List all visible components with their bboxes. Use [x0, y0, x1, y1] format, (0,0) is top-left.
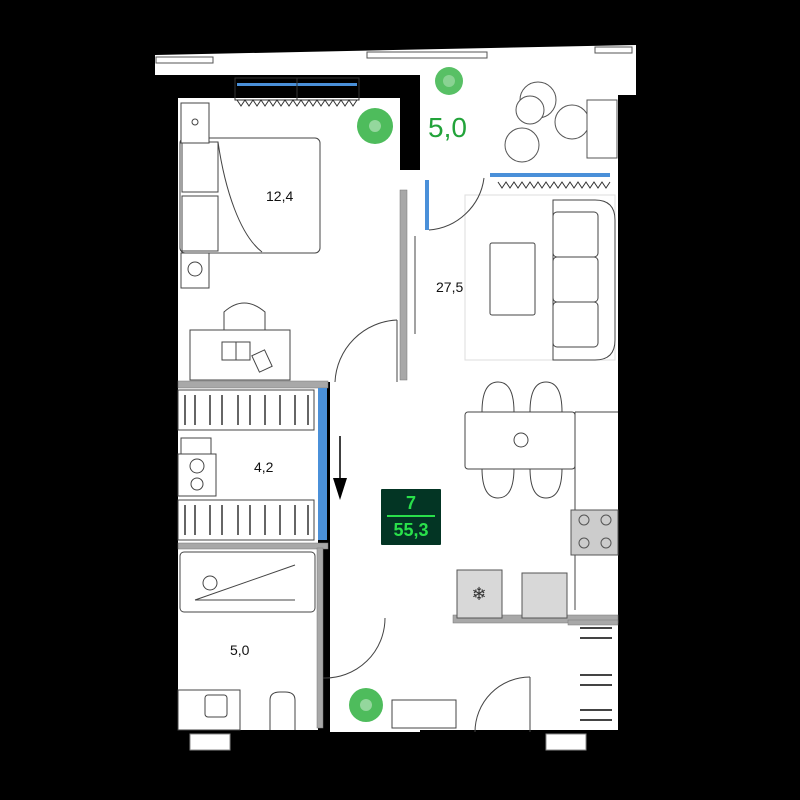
fridge — [456, 569, 503, 619]
vent-icon — [545, 733, 587, 751]
plant-icon — [357, 108, 393, 144]
badge-divider — [387, 515, 435, 517]
bench — [391, 699, 457, 729]
balcony-area: 5,0 — [428, 112, 467, 143]
room-area-wardrobe: 4,2 — [254, 459, 274, 475]
bed — [179, 102, 321, 289]
sink — [521, 572, 568, 619]
dining-table — [464, 381, 618, 610]
entrance-door — [474, 676, 531, 733]
vent-icon — [189, 733, 231, 751]
balcony — [155, 45, 636, 170]
sofa — [464, 194, 616, 361]
total-area: 55,3 — [393, 520, 429, 540]
stove — [570, 509, 619, 556]
bathtub — [179, 551, 316, 613]
apartment-number: 7 — [405, 493, 416, 513]
plant-icon — [349, 688, 383, 722]
wardrobe-shelves — [177, 389, 315, 541]
entry-arrow-icon — [333, 436, 347, 500]
apartment-badge: 7 55,3 — [381, 489, 441, 545]
desk — [189, 302, 291, 381]
snowflake-icon: ❄ — [471, 584, 486, 604]
toilet — [269, 691, 296, 730]
door — [334, 319, 398, 383]
room-area-bathroom: 5,0 — [230, 642, 250, 658]
room-area-bedroom: 12,4 — [266, 188, 294, 204]
plant-icon — [435, 67, 463, 95]
room-area-living-kitchen: 27,5 — [436, 279, 464, 295]
